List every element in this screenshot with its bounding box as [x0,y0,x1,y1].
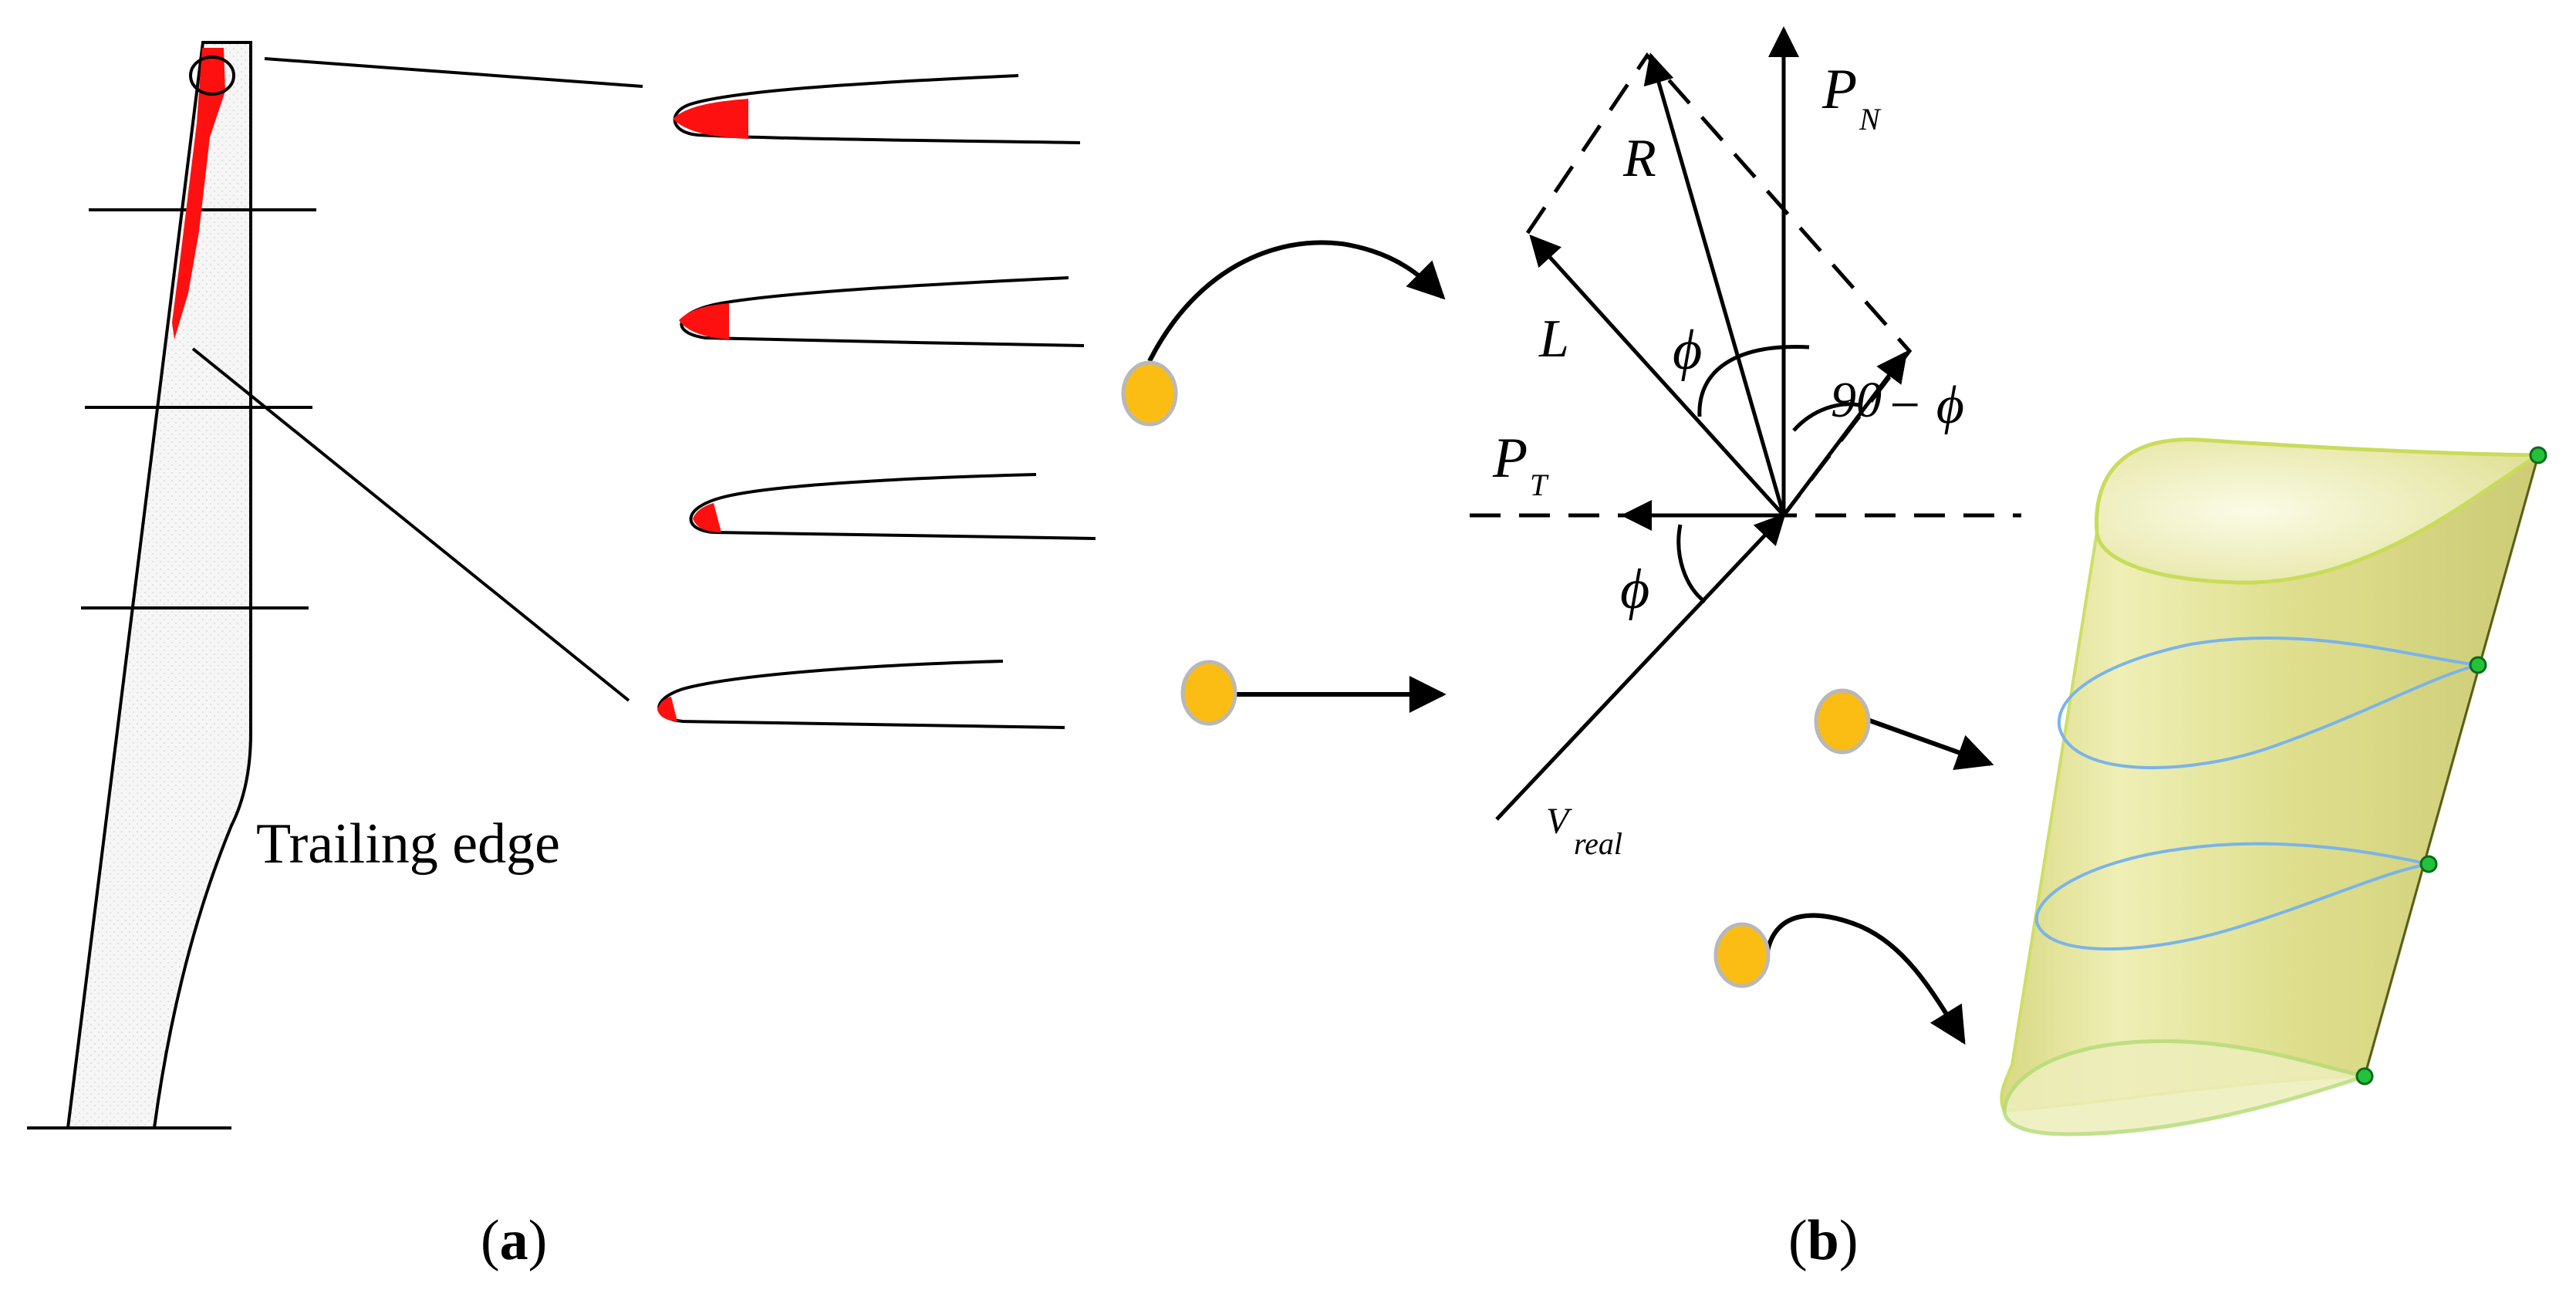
airfoil-section-3 [689,473,1096,540]
svg-text:V: V [1546,801,1572,842]
zoom-leader-bottom [191,347,630,702]
angle-arc-90-minus-phi [1792,402,1860,432]
airfoil-sections [657,74,1096,729]
marker-dot-2 [1180,660,1237,726]
caption-b: (b) [1788,1209,1858,1272]
svg-text:P: P [1821,58,1857,121]
velocity-vector [1495,513,1786,821]
label-PN: P N [1821,58,1882,137]
label-L: L [1538,309,1569,369]
marker-1 [1121,240,1446,427]
zoom-leader-top [264,57,643,88]
damage-section-1 [673,99,748,139]
airfoil-section-2 [679,276,1085,347]
airfoil-section-1 [673,74,1081,144]
resultant-force-vector [1643,52,1786,516]
marker-dot-1 [1121,360,1178,427]
damage-focus-ellipse [189,56,235,96]
svg-text:T: T [1530,468,1549,502]
svg-text:(b): (b) [1788,1209,1858,1272]
trailing-edge-label: Trailing edge [256,812,560,876]
svg-text:(a): (a) [481,1209,547,1272]
svg-text:N: N [1859,102,1882,137]
label-90: 90 [1831,372,1882,428]
damage-region [172,48,225,339]
node-point-1 [2529,446,2547,464]
label-R: R [1622,129,1656,188]
damage-section-4 [657,697,677,721]
label-V-real: V real [1546,801,1622,861]
airfoil-section-4 [657,660,1065,729]
blade-segment-3d [2000,437,2547,1136]
section-curve-upper [2057,636,2479,769]
marker-4 [1713,913,1966,1045]
caption-a: (a) [481,1209,547,1272]
label-minus-phi: − ϕ [1886,376,1964,435]
marker-2 [1180,660,1447,726]
label-PT: P T [1492,427,1549,502]
marker-dot-4 [1713,922,1771,988]
trailing-edge-line [2363,454,2540,1077]
panel-a: Trailing edge (a) [27,41,1096,1272]
caption-b-letter: b [1808,1209,1839,1272]
marker-dot-3 [1814,688,1871,755]
panel-b-force-diagram: R L P N P T ϕ ϕ 90 − ϕ V real (b) [1470,26,2021,1272]
node-point-2 [2469,656,2487,674]
section-curve-lower [2034,842,2429,951]
caption-a-letter: a [500,1209,528,1272]
angle-arc-phi-top [1697,345,1810,417]
svg-text:real: real [1574,826,1622,861]
angle-arc-phi-bottom [1676,524,1707,604]
blade-planform: Trailing edge [27,41,643,1129]
label-phi-top: ϕ [1673,319,1702,382]
blade-outline [66,41,252,1129]
node-point-3 [2419,855,2438,873]
damage-section-3 [693,503,721,532]
drag-vector [1782,350,1908,517]
lift-force-vector [1529,235,1785,517]
node-point-4 [2355,1067,2374,1086]
marker-3 [1814,688,1994,771]
svg-text:P: P [1492,427,1528,490]
connector-markers [1121,240,1994,1045]
label-phi-bottom: ϕ [1620,558,1649,621]
damage-section-2 [679,303,729,339]
